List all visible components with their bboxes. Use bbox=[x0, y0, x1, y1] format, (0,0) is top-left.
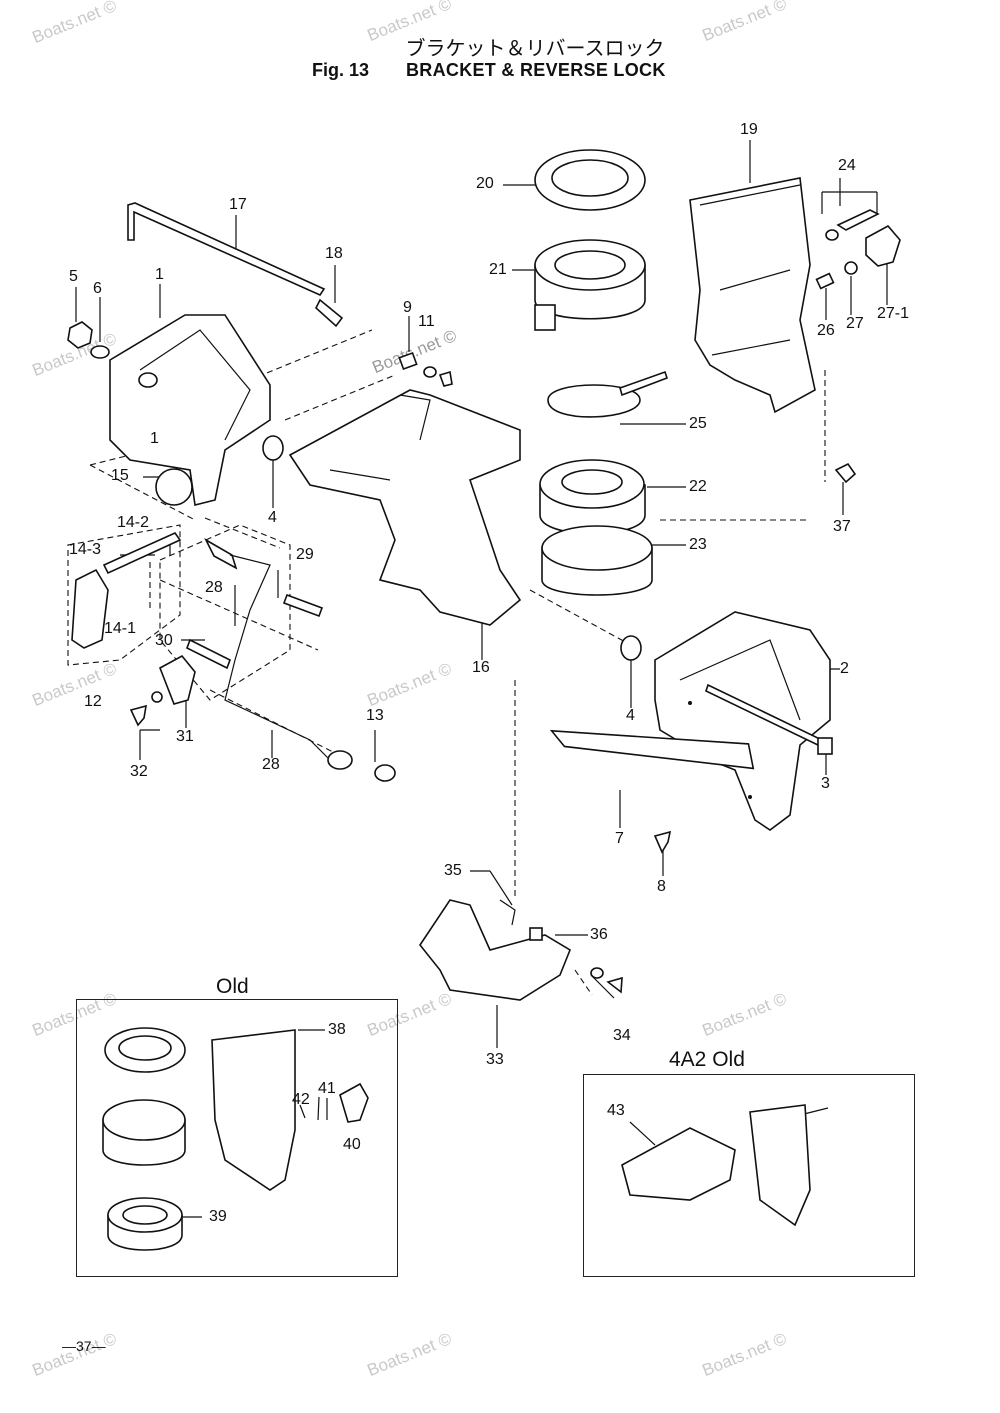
callout-2: 2 bbox=[840, 660, 849, 677]
callout-1-inner: 1 bbox=[150, 430, 159, 447]
old-4a2-inset-title: 4A2 Old bbox=[669, 1048, 745, 1071]
callout-36: 37 bbox=[833, 518, 851, 535]
callout-27: 28 bbox=[262, 756, 280, 773]
part-35-collar bbox=[529, 927, 543, 941]
part-16-swivel-bracket bbox=[288, 389, 522, 626]
part-9-bolt bbox=[398, 351, 418, 371]
part-12-rod bbox=[127, 202, 326, 297]
callout-30: 32 bbox=[130, 763, 148, 780]
part-39-knob bbox=[339, 1082, 369, 1123]
part-36-bolt bbox=[834, 462, 857, 484]
callout-25: 27 bbox=[846, 315, 864, 332]
callout-4-right: 4 bbox=[626, 707, 635, 724]
callout-7: 7 bbox=[615, 830, 624, 847]
japanese-title: ブラケット＆リバースロック bbox=[405, 36, 665, 60]
callout-3: 3 bbox=[821, 775, 830, 792]
part-1-bracket bbox=[109, 314, 271, 506]
part-4-washer-right bbox=[620, 635, 642, 661]
callout-19: 21 bbox=[489, 261, 507, 278]
part-42-swivel bbox=[621, 1127, 736, 1201]
callout-33: 34 bbox=[613, 1027, 631, 1044]
callout-14-1: 14-2 bbox=[117, 514, 150, 531]
part-32-reverse-lock bbox=[419, 899, 571, 1001]
part-28-pin-lower bbox=[185, 638, 232, 670]
part-27-rod bbox=[224, 554, 331, 761]
callout-28: 29 bbox=[296, 546, 314, 563]
part-33-screw bbox=[606, 976, 623, 994]
callout-28-lower: 30 bbox=[155, 632, 173, 649]
callout-38: 39 bbox=[209, 1208, 227, 1225]
part-14-2-lever bbox=[71, 568, 109, 649]
callout-42: 43 bbox=[607, 1102, 625, 1119]
part-8-screw bbox=[653, 830, 672, 854]
part-26-knob bbox=[865, 224, 901, 267]
callout-20: 22 bbox=[689, 478, 707, 495]
part-37-housing bbox=[211, 1029, 296, 1191]
callout-17: 19 bbox=[740, 121, 758, 138]
callout-26: 27-1 bbox=[877, 305, 910, 322]
part-11-washer bbox=[423, 366, 437, 378]
callout-41: 42 bbox=[292, 1091, 310, 1108]
part-23-clamp bbox=[547, 384, 641, 418]
callout-15: 15 bbox=[111, 467, 129, 484]
callout-5: 5 bbox=[69, 268, 78, 285]
part-25-washer bbox=[844, 261, 858, 275]
callout-29: 31 bbox=[176, 728, 194, 745]
callout-32: 33 bbox=[486, 1051, 504, 1068]
part-14-1-spring bbox=[102, 532, 182, 575]
part-14-group-box bbox=[67, 524, 181, 666]
part-24-spring bbox=[815, 272, 835, 290]
diagram-title: BRACKET & REVERSE LOCK bbox=[406, 60, 666, 80]
callout-21: 23 bbox=[689, 536, 707, 553]
part-5-nut bbox=[67, 321, 93, 349]
part-28-pin bbox=[282, 593, 324, 618]
old-inset-title: Old bbox=[216, 975, 249, 998]
callout-31: 13 bbox=[366, 707, 384, 724]
old-inset-frame bbox=[76, 999, 398, 1277]
callout-23: 25 bbox=[689, 415, 707, 432]
callout-12: 17 bbox=[229, 196, 247, 213]
callout-22: 24 bbox=[838, 157, 856, 174]
part-15-cap bbox=[155, 468, 193, 506]
part-6-washer bbox=[90, 345, 110, 359]
part-22-bolt bbox=[836, 209, 880, 231]
callout-1: 1 bbox=[155, 266, 164, 283]
callout-14-3: 14-1 bbox=[104, 620, 137, 637]
callout-8: 8 bbox=[657, 878, 666, 895]
part-31-spring bbox=[327, 750, 353, 770]
callout-39: 40 bbox=[343, 1136, 361, 1153]
figure-label: Fig. 13 bbox=[312, 60, 370, 80]
part-4-washer bbox=[262, 435, 284, 461]
callout-27-1: 28 bbox=[205, 579, 223, 596]
callout-35: 36 bbox=[590, 926, 608, 943]
part-13-screw bbox=[315, 298, 344, 328]
part-30-screw bbox=[129, 704, 147, 727]
page-number: —37— bbox=[62, 1338, 106, 1354]
part-2-bracket bbox=[654, 611, 831, 831]
callout-13: 18 bbox=[325, 245, 343, 262]
part-34-spring bbox=[499, 899, 516, 926]
callout-34: 35 bbox=[444, 862, 462, 879]
part-43-housing bbox=[749, 1104, 811, 1227]
callout-37: 38 bbox=[328, 1021, 346, 1038]
callout-14-2: 14-3 bbox=[69, 541, 102, 558]
part-7-plate bbox=[549, 729, 755, 770]
callout-18: 20 bbox=[476, 175, 494, 192]
old-4a2-inset-frame bbox=[583, 1074, 915, 1277]
callout-16: 16 bbox=[472, 659, 490, 676]
part-29-cam bbox=[158, 654, 196, 705]
part-17-housing bbox=[689, 177, 816, 414]
callout-24: 26 bbox=[817, 322, 835, 339]
callout-6: 6 bbox=[93, 280, 102, 297]
callout-4: 4 bbox=[268, 509, 277, 526]
callout-14: 12 bbox=[84, 693, 102, 710]
part-27-1-grip bbox=[204, 537, 238, 570]
callout-40: 41 bbox=[318, 1080, 336, 1097]
callout-9: 9 bbox=[403, 299, 412, 316]
callout-11: 11 bbox=[418, 313, 435, 330]
assembly-dash-lines bbox=[89, 329, 826, 996]
